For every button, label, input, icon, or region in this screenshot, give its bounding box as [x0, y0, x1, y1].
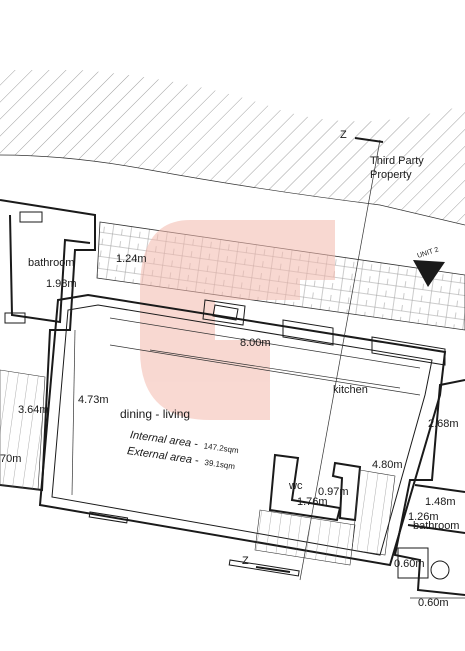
room-label-dining-living: dining - living: [120, 407, 190, 421]
dim-1-76: 1.76m: [297, 496, 328, 508]
unit-2-arrow: [413, 260, 445, 287]
main-unit-inner-walls: [51, 304, 433, 556]
wc-partition: [331, 461, 362, 522]
kitchen-counter: [282, 319, 334, 346]
right-wc-bowl: [430, 560, 450, 580]
left-stair: [0, 369, 46, 491]
dim-1-98: 1.98m: [46, 278, 77, 290]
internal-area-value: 147.2sqm: [203, 441, 239, 455]
room-label-kitchen: kitchen: [333, 384, 368, 396]
external-area-value: 39.1sqm: [204, 458, 236, 471]
stair-block-right: [351, 469, 396, 556]
room-label-wc: wc: [288, 480, 303, 492]
right-bathroom-fixture: [397, 547, 429, 579]
unit-2-label: UNIT 2: [416, 246, 439, 260]
window-bottom-left: [88, 511, 129, 524]
dim-0-60-a: 0.60m: [394, 558, 425, 570]
grid-line-b: [149, 349, 401, 389]
left-unit-walls: [0, 199, 96, 492]
left-bathroom-walls: [9, 214, 91, 324]
dim-2-68: 2.68m: [428, 418, 459, 430]
dim-line-8-00: [109, 317, 421, 369]
window-bottom-right: [228, 559, 300, 577]
kitchen-sink-basin: [212, 304, 239, 321]
dim-line-4-73: [71, 329, 76, 496]
third-party-label-line1: Third Party: [370, 155, 424, 167]
dim-1-48: 1.48m: [425, 496, 456, 508]
left-bathroom-fixture: [19, 211, 43, 223]
section-tick-bottom: [255, 566, 291, 573]
right-unit-walls: [393, 379, 465, 596]
dim-4-73: 4.73m: [78, 394, 109, 406]
dim-1-26: 1.26m: [408, 511, 439, 523]
dim-0-97: 0.97m: [318, 486, 349, 498]
kitchen-sink: [202, 299, 246, 326]
section-marker-top: Z: [340, 129, 347, 141]
right-bathroom-walls: [407, 484, 465, 534]
left-bathroom-basin: [4, 312, 26, 324]
dim-3-64: 3.64m: [18, 404, 49, 416]
dim-1-24: 1.24m: [116, 253, 147, 265]
dim-4-80: 4.80m: [372, 459, 403, 471]
section-line: [299, 139, 381, 581]
boundary-line: [0, 154, 465, 226]
section-marker-bottom: Z: [242, 555, 249, 567]
grid-line-a: [109, 344, 421, 396]
watermark-logo: [140, 220, 335, 420]
dim-70: 70m: [0, 453, 21, 465]
dim-8-00: 8.00m: [240, 337, 271, 349]
dim-0-60-b: 0.60m: [418, 597, 449, 609]
room-label-bathroom-right: bathroom: [413, 520, 459, 532]
section-tick-top: [354, 137, 384, 143]
third-party-hatched-area: [0, 70, 465, 225]
third-party-label-line2: Property: [370, 169, 412, 181]
room-label-bathroom-left: bathroom: [28, 257, 74, 269]
kitchen-counter-right: [371, 336, 446, 366]
stair-block: [254, 509, 356, 566]
